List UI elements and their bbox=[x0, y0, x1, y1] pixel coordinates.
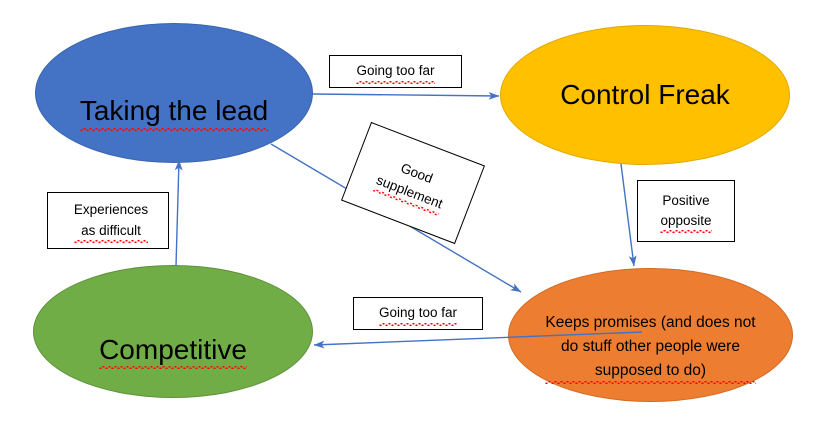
spellcheck-underline: Going too far bbox=[378, 303, 458, 326]
node-control-freak[interactable]: Control Freak bbox=[500, 25, 790, 165]
edge-lead-to-control bbox=[312, 91, 500, 100]
node-control-freak-label: Control Freak bbox=[560, 78, 730, 110]
node-competitive[interactable]: Competitive bbox=[33, 265, 313, 398]
spellcheck-underline: Good supplement bbox=[373, 152, 453, 215]
spellcheck-underline: Competitive bbox=[99, 332, 247, 370]
node-competitive-label: Competitive bbox=[91, 295, 255, 370]
spellcheck-underline: Keeps promises (and does not do stuff ot… bbox=[545, 311, 756, 385]
edge-label-going-too-far-top[interactable]: Going too far bbox=[329, 55, 462, 88]
edge-control-to-keeps bbox=[620, 163, 637, 267]
node-keeps-promises-label: Keeps promises (and does not do stuff ot… bbox=[537, 287, 763, 385]
spellcheck-underline: Going too far bbox=[356, 61, 435, 84]
edge-label-experiences-as-difficult[interactable]: Experiences as difficult bbox=[47, 192, 169, 249]
spellcheck-underline: Experiences as difficult bbox=[73, 200, 149, 243]
node-taking-the-lead-label: Taking the lead bbox=[72, 56, 276, 131]
edge-keeps-to-competitive bbox=[313, 331, 643, 349]
edge-competitive-to-lead bbox=[174, 159, 183, 267]
node-taking-the-lead[interactable]: Taking the lead bbox=[35, 23, 313, 163]
edge-label-going-too-far-bottom[interactable]: Going too far bbox=[353, 297, 483, 330]
spellcheck-underline: Positive opposite bbox=[660, 191, 712, 233]
edge-label-positive-opposite[interactable]: Positive opposite bbox=[637, 180, 735, 242]
spellcheck-underline: Taking the lead bbox=[79, 93, 269, 131]
